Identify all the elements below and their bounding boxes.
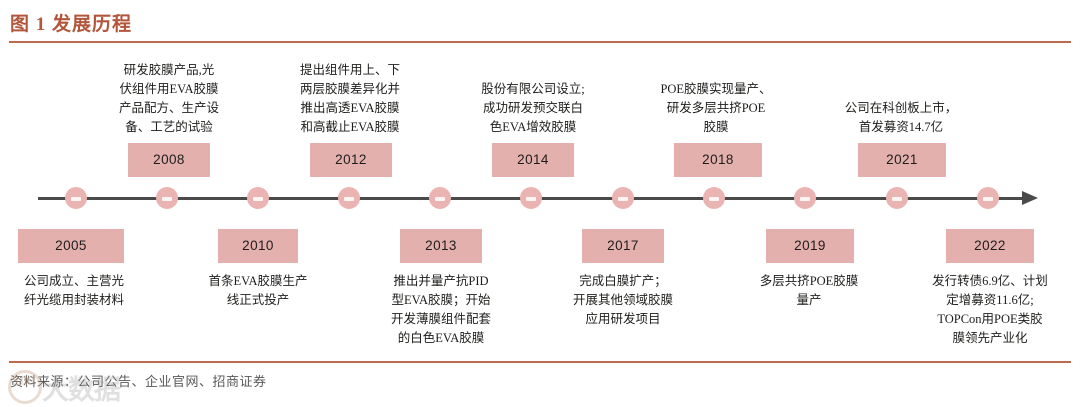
year-chip-2014[interactable]: 2014 (492, 143, 574, 177)
minus-icon (526, 196, 536, 201)
year-chip-2022[interactable]: 2022 (946, 229, 1034, 263)
minus-icon (800, 196, 810, 201)
minus-icon (709, 196, 719, 201)
milestone-description-2005: 公司成立、主营光 纤光缆用封装材料 (23, 274, 124, 307)
milestone-description-2022: 发行转债6.9亿、计划 定增募资11.6亿; TOPCon用POE类胶 膜领先产… (932, 274, 1048, 345)
timeline-node-marker-2018[interactable] (703, 187, 725, 209)
timeline-node-marker-2010[interactable] (247, 187, 269, 209)
year-chip-2021[interactable]: 2021 (858, 143, 946, 177)
year-chip-2013[interactable]: 2013 (400, 229, 482, 263)
minus-icon (253, 196, 263, 201)
timeline-node-marker-2022[interactable] (977, 187, 999, 209)
timeline-node-marker-2014[interactable] (520, 187, 542, 209)
timeline-node-marker-2005[interactable] (65, 187, 87, 209)
milestone-description-2021: 公司在科创板上市， 首发募资14.7亿 (844, 101, 958, 134)
milestone-description-2017: 完成白膜扩产； 开展其他领域胶膜 应用研发项目 (572, 274, 673, 326)
minus-icon (435, 196, 445, 201)
milestone-description-2010: 首条EVA胶膜生产 线正式投产 (208, 274, 308, 307)
minus-icon (162, 196, 172, 201)
timeline-node-marker-2017[interactable] (612, 187, 634, 209)
minus-icon (983, 196, 993, 201)
year-chip-2017[interactable]: 2017 (582, 229, 664, 263)
timeline-node-marker-2012[interactable] (338, 187, 360, 209)
milestone-description-2013: 推出并量产抗PID 型EVA胶膜；开始 开发薄膜组件配套 的白色EVA胶膜 (390, 274, 491, 345)
minus-icon (892, 196, 902, 201)
timeline-node-marker-2019[interactable] (794, 187, 816, 209)
arrow-right-icon (1022, 191, 1038, 205)
milestone-description-2014: 股份有限公司设立; 成功研发预交联白 色EVA增效胶膜 (481, 82, 585, 134)
year-chip-2010[interactable]: 2010 (218, 229, 298, 263)
milestone-description-2019: 多层共挤POE胶膜 量产 (759, 274, 859, 307)
minus-icon (618, 196, 628, 201)
year-chip-2012[interactable]: 2012 (310, 143, 392, 177)
year-chip-2008[interactable]: 2008 (128, 143, 210, 177)
year-chip-2019[interactable]: 2019 (766, 229, 854, 263)
minus-icon (344, 196, 354, 201)
milestone-description-2008: 研发胶膜产品,光 伏组件用EVA胶膜 产品配方、生产设 备、工艺的试验 (118, 63, 219, 134)
page-title: 图 1 发展历程 (10, 14, 133, 35)
timeline-node-marker-2021[interactable] (886, 187, 908, 209)
minus-icon (71, 196, 81, 201)
source-note: 资料来源：公司公告、企业官网、招商证券 (10, 374, 267, 389)
milestone-description-2018: POE胶膜实现量产、 研发多层共挤POE 胶膜 (660, 82, 772, 134)
timeline-node-marker-2013[interactable] (429, 187, 451, 209)
year-chip-2005[interactable]: 2005 (18, 229, 124, 263)
timeline-node-marker-2008[interactable] (156, 187, 178, 209)
figure-header: 图 1 发展历程 (0, 0, 1080, 44)
milestone-description-2012: 提出组件用上、下 两层胶膜差异化并 推出高透EVA胶膜 和高截止EVA胶膜 (299, 63, 400, 134)
footer-divider (9, 361, 1071, 363)
header-divider (9, 41, 1071, 43)
year-chip-2018[interactable]: 2018 (674, 143, 762, 177)
